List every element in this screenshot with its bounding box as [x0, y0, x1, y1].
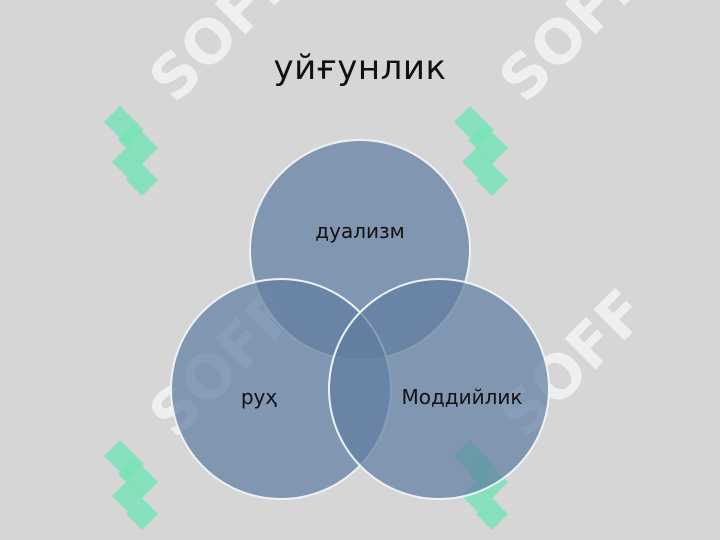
venn-labels: дуализм руҳ Моддийлик: [241, 219, 523, 409]
venn-label-top: дуализм: [315, 219, 404, 243]
slide-title: уйғунлик: [273, 48, 447, 88]
ss-logo-icon: [104, 440, 158, 530]
ss-logo-icon: [454, 106, 508, 196]
venn-circles: [170, 139, 550, 500]
ss-logo-icon: [104, 106, 158, 196]
venn-label-left: руҳ: [241, 385, 278, 409]
venn-label-right: Моддийлик: [401, 385, 522, 409]
venn-circle-right: [328, 278, 550, 500]
